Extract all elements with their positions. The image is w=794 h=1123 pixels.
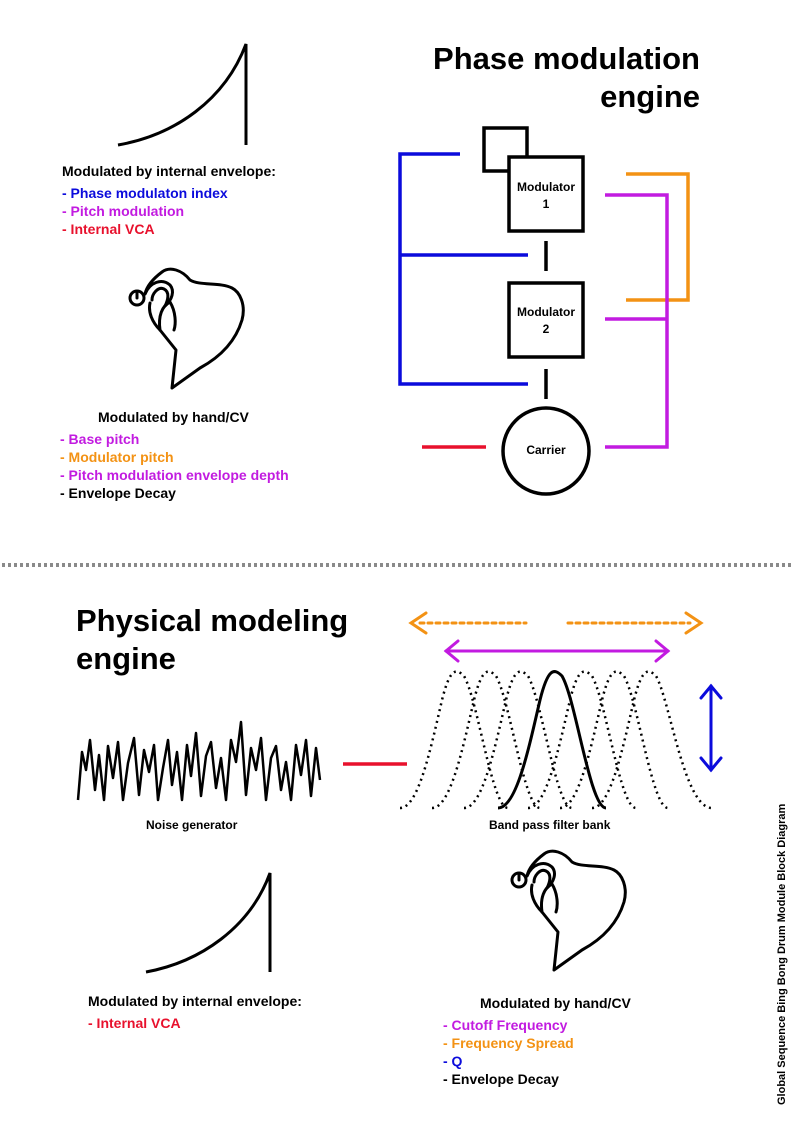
carrier-circle bbox=[501, 406, 591, 496]
phase-hand-item: - Pitch modulation envelope depth bbox=[60, 467, 289, 483]
hand-knob-icon-2 bbox=[510, 849, 627, 972]
modulator-2-label: Modulator 2 bbox=[509, 304, 583, 338]
modulator-1-box bbox=[507, 155, 585, 233]
envelope-curve-icon bbox=[117, 43, 248, 147]
modulator-2-box bbox=[507, 281, 585, 359]
phase-hand-heading: Modulated by hand/CV bbox=[98, 409, 249, 425]
physical-hand-item: - Cutoff Frequency bbox=[443, 1017, 568, 1033]
physical-title-line2: engine bbox=[76, 641, 176, 676]
frequency-spread-arrow bbox=[408, 611, 704, 635]
phase-env-list: - Phase modulaton index - Pitch modulati… bbox=[62, 184, 228, 238]
phase-env-item: - Phase modulaton index bbox=[62, 185, 228, 201]
envelope-curve-icon-2 bbox=[145, 872, 272, 974]
phase-title-line2: engine bbox=[600, 79, 700, 114]
physical-engine-title: Physical modeling engine bbox=[76, 602, 348, 678]
physical-hand-item: - Frequency Spread bbox=[443, 1035, 574, 1051]
modulator-1-name: Modulator bbox=[517, 180, 575, 194]
filter-bank-caption: Band pass filter bank bbox=[489, 818, 611, 832]
cutoff-frequency-arrow bbox=[443, 639, 671, 663]
phase-hand-list: - Base pitch - Modulator pitch - Pitch m… bbox=[60, 430, 289, 502]
modulator-2-number: 2 bbox=[542, 322, 550, 336]
physical-hand-heading: Modulated by hand/CV bbox=[480, 995, 631, 1011]
q-arrow bbox=[699, 683, 723, 773]
modulator-2-name: Modulator bbox=[517, 305, 575, 319]
phase-env-item: - Pitch modulation bbox=[62, 203, 185, 219]
physical-hand-item: - Envelope Decay bbox=[443, 1071, 559, 1087]
carrier-label: Carrier bbox=[526, 443, 566, 457]
phase-engine-title: Phase modulation engine bbox=[433, 40, 700, 116]
modulator-1-number: 1 bbox=[542, 197, 550, 211]
physical-hand-item: - Q bbox=[443, 1053, 463, 1069]
bandpass-filters-icon bbox=[399, 670, 713, 810]
phase-hand-item: - Envelope Decay bbox=[60, 485, 176, 501]
side-caption: Global Sequence Bing Bong Drum Module Bl… bbox=[776, 803, 788, 1105]
physical-env-list: - Internal VCA bbox=[88, 1014, 181, 1032]
physical-env-item: - Internal VCA bbox=[88, 1015, 181, 1031]
noise-generator-caption: Noise generator bbox=[146, 818, 238, 832]
physical-env-heading: Modulated by internal envelope: bbox=[88, 993, 302, 1009]
phase-env-heading: Modulated by internal envelope: bbox=[62, 163, 276, 179]
hand-knob-icon bbox=[128, 267, 245, 390]
physical-title-line1: Physical modeling bbox=[76, 603, 349, 638]
physical-hand-list: - Cutoff Frequency - Frequency Spread - … bbox=[443, 1016, 574, 1088]
phase-title-line1: Phase modulation bbox=[433, 41, 700, 76]
modulator-1-label: Modulator 1 bbox=[509, 179, 583, 213]
phase-hand-item: - Base pitch bbox=[60, 431, 140, 447]
phase-hand-item: - Modulator pitch bbox=[60, 449, 174, 465]
noise-waveform-icon bbox=[76, 720, 322, 802]
pm-block-diagram bbox=[398, 126, 690, 449]
phase-env-item: - Internal VCA bbox=[62, 221, 155, 237]
